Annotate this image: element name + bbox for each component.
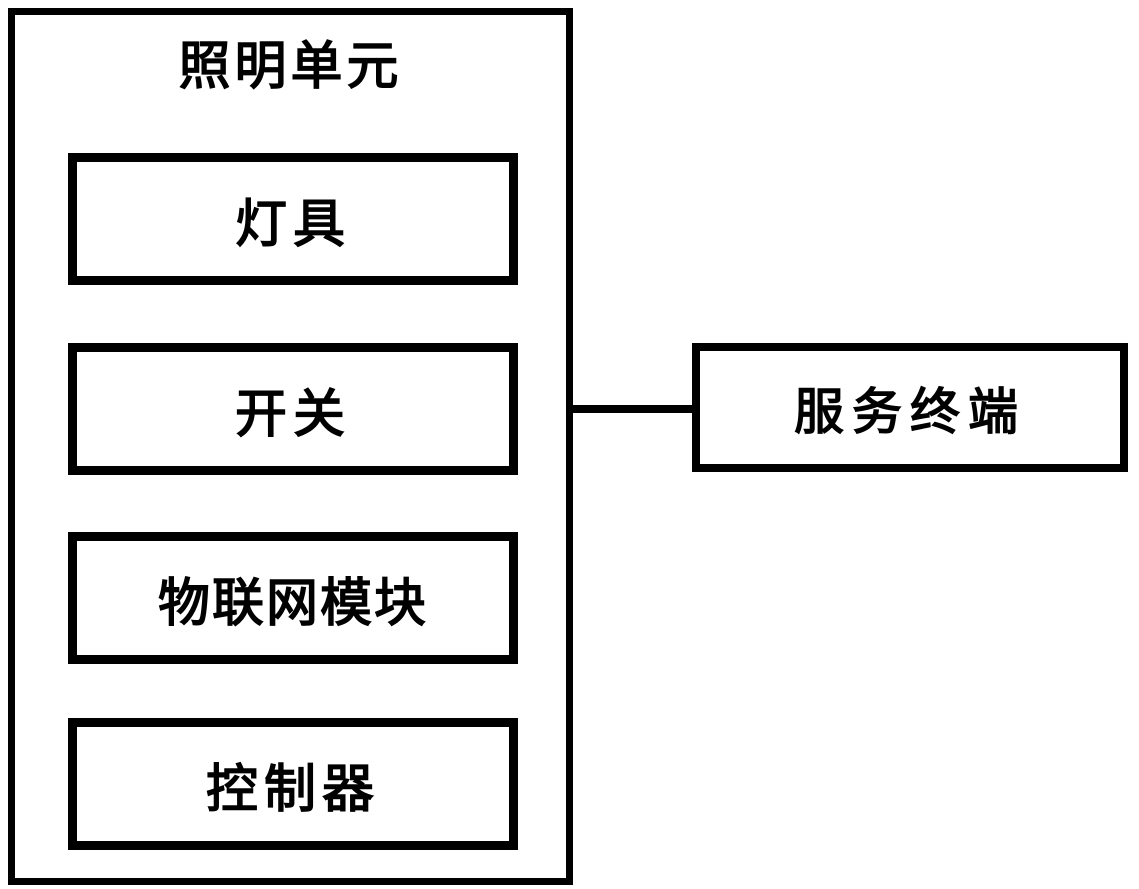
lamp-block-label: 灯具	[234, 193, 351, 255]
service-terminal-block: 服务终端	[692, 343, 1128, 472]
controller-block: 控制器	[68, 718, 518, 850]
lamp-block: 灯具	[68, 153, 518, 285]
service-terminal-label: 服务终端	[794, 381, 1026, 441]
iot-module-block-label: 物联网模块	[157, 572, 428, 634]
iot-module-block: 物联网模块	[68, 532, 518, 664]
switch-block-label: 开关	[234, 383, 351, 445]
lighting-unit-title: 照明单元	[178, 35, 403, 97]
connector-line	[567, 405, 695, 413]
switch-block: 开关	[68, 343, 518, 475]
controller-block-label: 控制器	[205, 758, 380, 820]
